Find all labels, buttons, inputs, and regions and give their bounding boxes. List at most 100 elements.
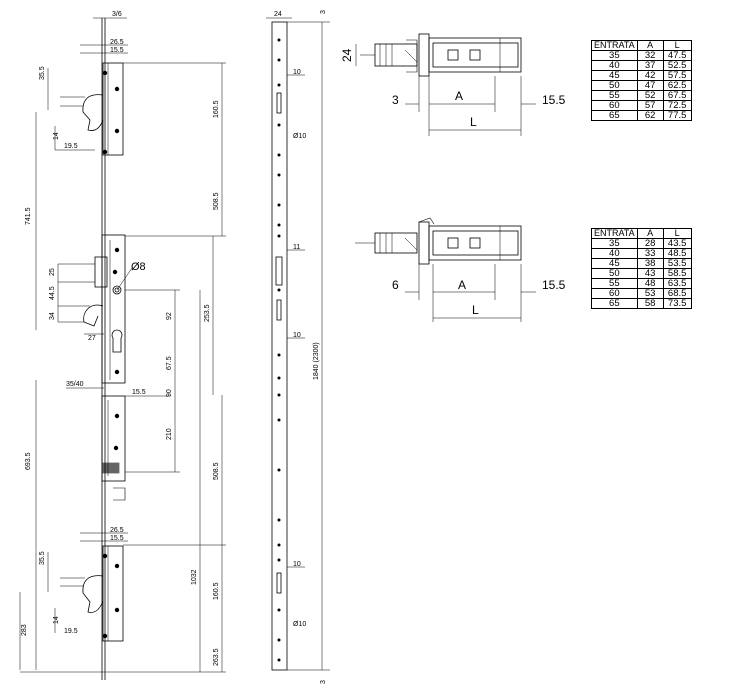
main-lock-front-view: 3/6 26.5 15.5 35.5 14 19.5 741.5 <box>19 11 226 680</box>
table-header-row: ENTRATA A L <box>591 40 692 51</box>
dim-ring-3: 26.5 <box>110 527 124 534</box>
dim-ring-4: 15.5 <box>110 535 124 542</box>
cyl2-right-offset: 15.5 <box>542 278 566 292</box>
dim-508-5-bottom: 508.5 <box>213 462 220 480</box>
cyl2-a-label: A <box>458 278 466 292</box>
cell-entrata: 60 <box>591 100 638 111</box>
cell-entrata: 50 <box>591 268 638 279</box>
cell-a: 43 <box>636 268 664 279</box>
dim-34: 34 <box>49 312 56 320</box>
header-entrata: ENTRATA <box>591 228 638 239</box>
cell-entrata: 45 <box>591 258 638 269</box>
cell-a: 42 <box>636 70 664 81</box>
dim-ring-1: 26.5 <box>110 39 124 46</box>
cell-entrata: 40 <box>591 60 638 71</box>
hole-diameter-label: Ø8 <box>131 261 146 273</box>
cell-l: 63.5 <box>662 278 692 289</box>
dim-92: 92 <box>166 312 173 320</box>
dim-ring-2: 15.5 <box>110 47 124 54</box>
side-dim-3: 11 <box>293 244 300 251</box>
dim-67-5: 67.5 <box>166 356 173 370</box>
cell-l: 72.5 <box>662 100 692 111</box>
side-bottom-right-label: 3 <box>320 680 327 684</box>
dim-15-5-mid: 15.5 <box>132 389 146 396</box>
cyl2-left-offset: 6 <box>392 278 399 292</box>
dim-27: 27 <box>88 335 96 342</box>
table-header-row: ENTRATA A L <box>591 228 692 239</box>
cell-entrata: 35 <box>591 50 638 61</box>
cell-l: 48.5 <box>662 248 692 259</box>
dim-35-40: 35/40 <box>66 381 84 388</box>
header-l: L <box>662 40 692 51</box>
cell-l: 68.5 <box>662 288 692 299</box>
side-dim-5: 10 <box>293 561 301 568</box>
dim-left-2: 14 <box>53 132 60 140</box>
cell-l: 57.5 <box>662 70 692 81</box>
cylinder-diagram-1: 24 3 A 15.5 L <box>340 33 566 136</box>
cell-entrata: 65 <box>591 110 638 121</box>
cell-entrata: 60 <box>591 288 638 299</box>
dim-left-3: 19.5 <box>64 143 78 150</box>
dim-263-5: 263.5 <box>213 648 220 666</box>
rod-width-label: 3/6 <box>112 11 122 18</box>
cyl1-right-offset: 15.5 <box>542 93 566 107</box>
cell-a: 62 <box>636 110 664 121</box>
cell-a: 33 <box>636 248 664 259</box>
cell-a: 32 <box>636 50 664 61</box>
side-dim-1: 10 <box>293 69 301 76</box>
dim-left-14-b: 14 <box>53 616 60 624</box>
cell-l: 62.5 <box>662 80 692 91</box>
cyl2-l-label: L <box>472 303 479 317</box>
side-dim-2: Ø10 <box>293 133 306 140</box>
dim-508-5-top: 508.5 <box>213 192 220 210</box>
header-entrata: ENTRATA <box>591 40 638 51</box>
cell-l: 58.5 <box>662 268 692 279</box>
dim-253-5: 253.5 <box>204 304 211 322</box>
cell-entrata: 65 <box>591 298 638 309</box>
side-top-right-label: 3 <box>320 10 327 14</box>
cell-a: 38 <box>636 258 664 269</box>
dim-left-35-5-b: 35.5 <box>39 551 46 565</box>
cell-a: 53 <box>636 288 664 299</box>
cell-a: 37 <box>636 60 664 71</box>
side-dim-6: Ø10 <box>293 621 306 628</box>
dim-left-1: 35.5 <box>39 66 46 80</box>
dim-1032: 1032 <box>191 569 198 585</box>
cyl1-left-offset: 3 <box>392 93 399 107</box>
side-dim-4: 10 <box>293 332 301 339</box>
cylinder-diagram-2: 6 A 15.5 L <box>355 217 566 322</box>
cyl1-a-label: A <box>455 89 463 103</box>
dim-283: 283 <box>21 624 28 636</box>
cell-a: 52 <box>636 90 664 101</box>
cell-entrata: 35 <box>591 238 638 249</box>
cell-l: 47.5 <box>662 50 692 61</box>
cell-a: 28 <box>636 238 664 249</box>
cell-l: 73.5 <box>662 298 692 309</box>
header-a: A <box>636 228 664 239</box>
dim-160-5-top: 160.5 <box>213 100 220 118</box>
cell-a: 47 <box>636 80 664 91</box>
side-rail-view: 24 3 3 1840 (2300) 10 Ø10 11 <box>266 10 330 684</box>
cell-entrata: 50 <box>591 80 638 91</box>
dim-693: 693.5 <box>25 452 32 470</box>
cell-a: 58 <box>636 298 664 309</box>
cell-l: 53.5 <box>662 258 692 269</box>
cell-a: 48 <box>636 278 664 289</box>
dim-160-5-bottom: 160.5 <box>213 582 220 600</box>
side-width-label: 24 <box>274 11 282 18</box>
cyl1-l-label: L <box>470 115 477 129</box>
